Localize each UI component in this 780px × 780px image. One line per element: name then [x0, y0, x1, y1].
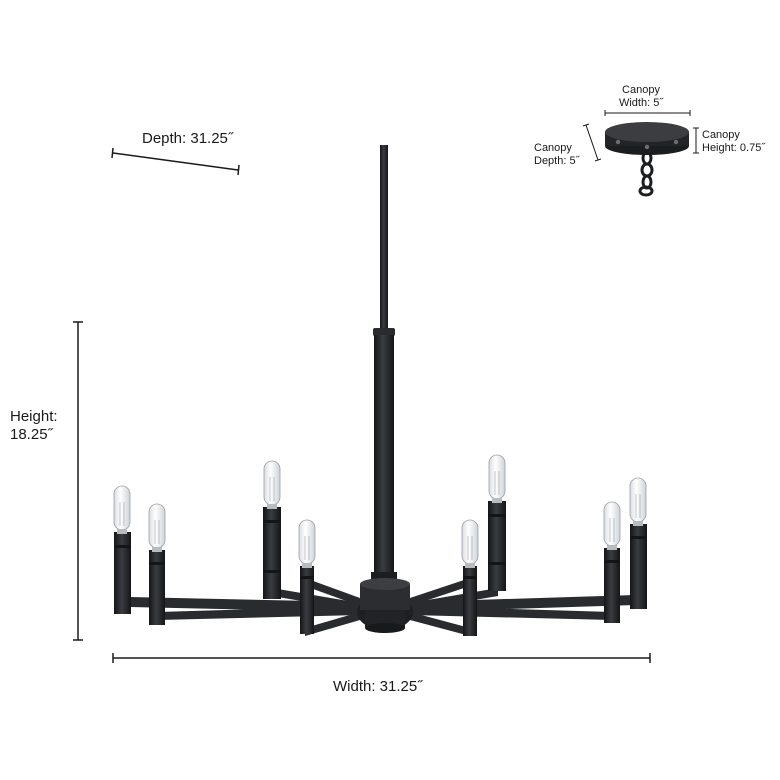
canopy-width-label: Canopy Width: 5˝ [616, 84, 666, 110]
canopy-height-line2: Height: 0.75˝ [702, 142, 765, 154]
canopy-depth-line [582, 123, 602, 162]
canopy-width-line2: Width: 5˝ [618, 97, 663, 109]
canopy-height-label: Canopy Height: 0.75˝ [702, 129, 765, 155]
width-label: Width: 31.25˝ [333, 678, 423, 695]
canopy-depth-line2: Depth: 5˝ [534, 155, 580, 167]
canopy-width-line [604, 110, 691, 116]
depth-dimension-line [111, 147, 240, 176]
canopy-depth-line1: Canopy [534, 142, 572, 154]
depth-label: Depth: 31.25˝ [142, 130, 233, 147]
height-label-line2: 18.25˝ [10, 426, 53, 443]
height-dimension-line [73, 321, 83, 641]
canopy-depth-label: Canopy Depth: 5˝ [534, 142, 579, 168]
canopy-height-line1: Canopy [702, 129, 740, 141]
height-label-line1: Height: [10, 408, 58, 425]
canopy-height-line [693, 127, 699, 154]
height-label: Height: 18.25˝ [10, 408, 58, 444]
chandelier [113, 145, 647, 636]
canopy [605, 122, 689, 197]
width-dimension-line [112, 653, 651, 663]
canopy-width-line1: Canopy [622, 84, 660, 96]
